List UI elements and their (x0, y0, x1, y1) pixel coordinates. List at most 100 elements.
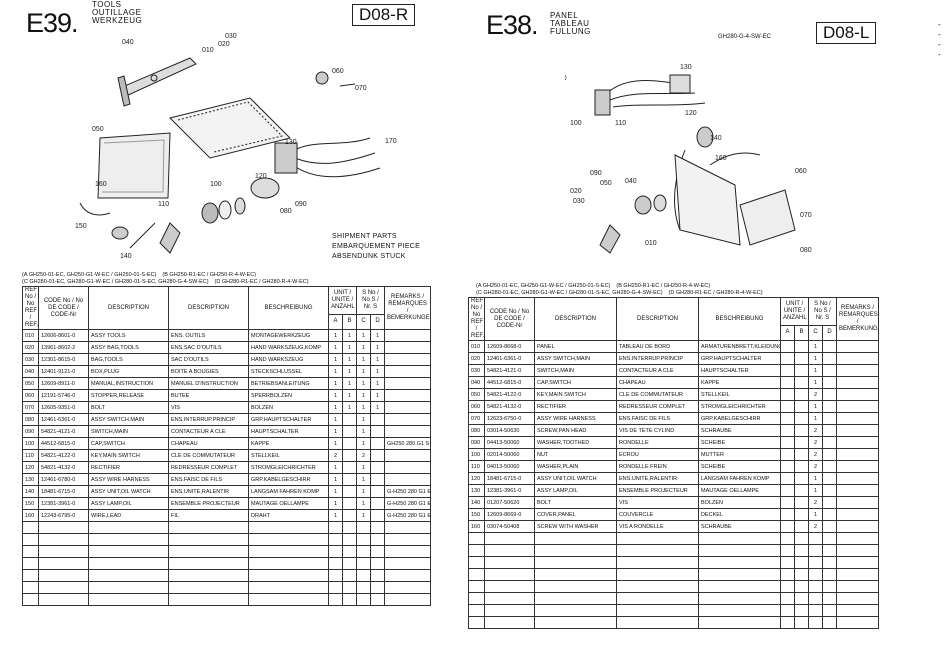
header-sno: S No / No S / Nr. S (808, 297, 838, 326)
cell-code: 12381-3961-0 (484, 484, 535, 497)
cell-note (384, 389, 432, 402)
cell-a (780, 412, 795, 425)
cell-a: 2 (328, 449, 343, 462)
empty-row (468, 616, 880, 629)
model-variants: (A GH250-01-EC, GH250-G1-W-EC / GH250-01… (22, 272, 315, 285)
cell-c: 2 (808, 448, 824, 461)
cell-ref: 040 (468, 376, 485, 389)
cell-note (836, 472, 880, 485)
empty-cell (22, 545, 39, 558)
cell-code: 12301-8615-0 (38, 353, 89, 366)
cell-a: 1 (328, 509, 343, 522)
cell-fr: BOITE A BOUGIES (168, 365, 249, 378)
cell-de: BOLZEN (248, 401, 329, 414)
cell-d (370, 509, 386, 522)
empty-cell (822, 580, 838, 593)
cell-fr: RONDELLE FREIN (616, 460, 699, 473)
callout-020: 020 (570, 188, 582, 195)
empty-row (22, 593, 432, 606)
header-desc-fr: DESCRIPTION (616, 297, 699, 341)
cell-b (341, 497, 358, 510)
empty-cell (822, 592, 838, 605)
cell-note (384, 353, 432, 366)
header-col-b: B (793, 324, 810, 342)
cell-en: KEY,MAIN SWITCH (88, 449, 169, 462)
header-col-d: D (370, 313, 386, 331)
cell-en: SCREW,PAN HEAD (534, 424, 617, 437)
cell-code: 13961-8602-2 (38, 341, 89, 354)
cell-d: 1 (370, 389, 386, 402)
title-line: OUTILLAGE (92, 8, 142, 17)
cell-a: 1 (328, 437, 343, 450)
callout-120: 120 (685, 110, 697, 117)
cell-ref: 080 (22, 413, 39, 426)
right-page: E38. PANEL TABLEAU FULLUNG GH280-G-4-SW-… (468, 0, 950, 668)
cell-a (780, 472, 795, 485)
cell-c: 1 (808, 376, 824, 389)
cell-note (836, 484, 880, 497)
cell-c: 2 (808, 424, 824, 437)
empty-row (468, 556, 880, 569)
header-col-c: C (808, 324, 824, 342)
empty-cell (698, 616, 781, 629)
cell-a (780, 436, 795, 449)
callout-130: 130 (285, 139, 297, 146)
cell-b (793, 340, 810, 353)
empty-cell (484, 532, 535, 545)
empty-cell (484, 580, 535, 593)
cell-en: WIRE,LEAD (88, 509, 169, 522)
cell-ref: 150 (468, 508, 485, 521)
cell-d (822, 376, 838, 389)
cell-ref: 110 (22, 449, 39, 462)
cell-de: SCHEIBE (698, 460, 781, 473)
cell-ref: 030 (468, 364, 485, 377)
cell-d (822, 508, 838, 521)
cell-ref: 050 (468, 388, 485, 401)
cell-note (384, 377, 432, 390)
empty-cell (88, 593, 169, 606)
empty-cell (468, 556, 485, 569)
cell-en: CAP,SWITCH (534, 376, 617, 389)
empty-cell (836, 532, 880, 545)
cell-b: 1 (341, 389, 358, 402)
cell-a: 1 (328, 377, 343, 390)
empty-cell (808, 556, 824, 569)
variant-a: (A GH250-01-EC, GH250-G1-W-EC / GH250-01… (476, 283, 611, 289)
cell-en: WASHER,TOOTHED (534, 436, 617, 449)
cell-c: 1 (356, 497, 372, 510)
cell-en: BOLT (88, 401, 169, 414)
empty-cell (484, 556, 535, 569)
empty-cell (22, 593, 39, 606)
cell-a: 1 (328, 413, 343, 426)
empty-cell (822, 556, 838, 569)
empty-cell (808, 592, 824, 605)
cell-c: 2 (808, 496, 824, 509)
empty-cell (38, 521, 89, 534)
variant-d: (D GH280-R1-EC / GH280-R-4-W-EC) (214, 278, 309, 285)
cell-c: 2 (808, 436, 824, 449)
cell-de: STROMGLEICHRICHTER (248, 461, 329, 474)
variant-b: (B GH250-R1-EC / GH250-R-4-W-EC) (616, 283, 711, 289)
cell-ref: 090 (22, 425, 39, 438)
empty-cell (356, 581, 372, 594)
cell-code: 12461-6361-0 (38, 413, 89, 426)
cell-a (780, 352, 795, 365)
cell-code: 03014-50630 (484, 424, 535, 437)
empty-cell (484, 604, 535, 617)
empty-row (22, 521, 432, 534)
empty-cell (248, 533, 329, 546)
cell-de: HAUPTSCHALTER (698, 364, 781, 377)
empty-cell (328, 593, 343, 606)
cell-en: BOX,PLUG (88, 365, 169, 378)
empty-cell (808, 604, 824, 617)
empty-cell (248, 521, 329, 534)
empty-cell (468, 592, 485, 605)
cell-code: 12609-8669-0 (484, 508, 535, 521)
title-line: PANEL (550, 11, 579, 20)
cell-c: 1 (808, 400, 824, 413)
callout-070: 070 (800, 212, 812, 219)
